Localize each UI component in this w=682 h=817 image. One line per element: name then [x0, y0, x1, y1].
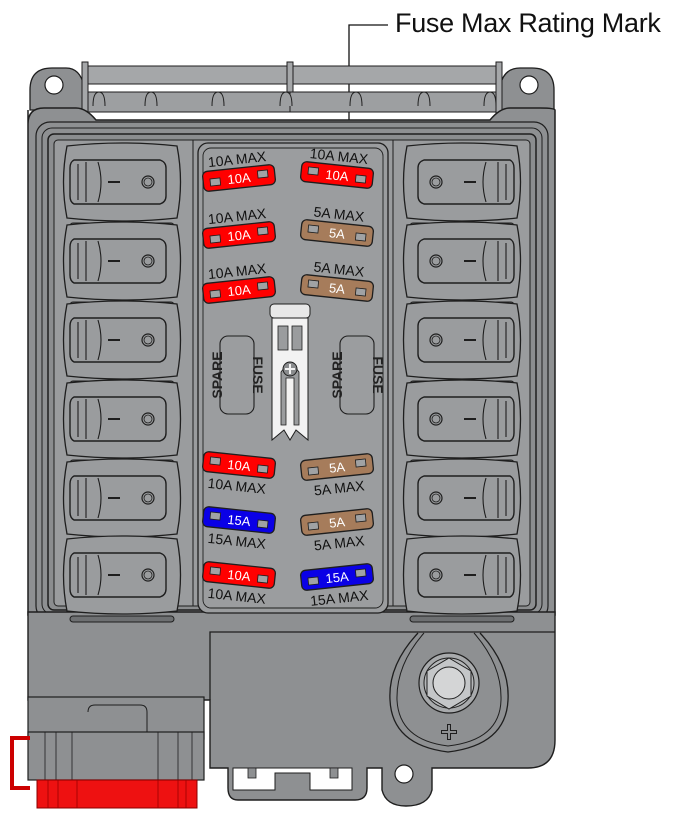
fuse-max-label: 5A MAX — [313, 477, 366, 498]
fuse-max-label: 10A MAX — [309, 145, 369, 167]
fuse-rating: 5A — [328, 514, 346, 531]
rocker-switch-left-4[interactable] — [62, 379, 182, 467]
fuse-rating: 10A — [227, 457, 252, 474]
fuse-max-label: 10A MAX — [207, 260, 267, 282]
blade-fuse-11[interactable]: 10A — [201, 561, 277, 589]
blade-fuse-5[interactable]: 10A — [201, 276, 277, 304]
fuse-rating: 15A — [325, 569, 350, 586]
fuse-max-label: 10A MAX — [207, 585, 267, 607]
rocker-switch-right-3[interactable] — [402, 300, 522, 388]
positive-polarity-mark — [442, 725, 456, 739]
lid-hinge-strip — [81, 61, 503, 123]
callout-label-fuse-max-rating: Fuse Max Rating Mark — [395, 8, 661, 38]
blade-fuse-1[interactable]: 10A — [201, 164, 277, 192]
mounting-ear-top-right — [499, 67, 555, 111]
rocker-switch-right-6[interactable] — [402, 535, 522, 623]
blade-fuse-4[interactable]: 5A — [299, 219, 375, 247]
fuse-rating: 5A — [328, 280, 346, 297]
rocker-switch-left-1[interactable] — [62, 142, 182, 230]
fuse-max-label: 5A MAX — [313, 532, 366, 553]
fuse-max-label: 15A MAX — [309, 587, 369, 609]
fuse-max-label: 5A MAX — [313, 204, 366, 225]
rocker-switch-right-4[interactable] — [402, 379, 522, 467]
left-switch-column — [62, 142, 182, 623]
blade-fuse-3[interactable]: 10A — [201, 221, 277, 249]
fuse-max-label: 10A MAX — [207, 148, 267, 170]
fuse-group-bottom: 10A 10A MAX 5A 5A MAX 15A 15A MAX — [201, 451, 375, 609]
blade-fuse-10[interactable]: 5A — [299, 508, 375, 536]
wire-connector — [10, 696, 205, 809]
right-switch-column — [402, 142, 522, 623]
fuse-puller-tool[interactable] — [269, 303, 311, 442]
mounting-ear-top-left — [29, 67, 85, 111]
fuse-rating: 5A — [328, 459, 346, 476]
fuse-max-label: 5A MAX — [313, 259, 366, 280]
lower-housing — [27, 611, 556, 807]
spare-label-left-2: FUSE — [250, 356, 266, 393]
rocker-switch-right-5[interactable] — [402, 458, 522, 546]
fuse-rating: 10A — [325, 167, 350, 184]
spare-fuse-slot-right[interactable]: SPARE FUSE — [329, 335, 386, 415]
fuse-rating: 15A — [227, 512, 252, 529]
blade-fuse-8[interactable]: 5A — [299, 453, 375, 481]
fuse-rating: 10A — [227, 227, 252, 244]
spare-fuse-slot-left[interactable]: SPARE FUSE — [209, 335, 266, 415]
spare-label-right-1: SPARE — [329, 351, 345, 398]
rocker-switch-left-5[interactable] — [62, 458, 182, 546]
fuse-rating: 10A — [227, 567, 252, 584]
spare-label-left-1: SPARE — [209, 351, 225, 398]
fuse-max-label: 15A MAX — [207, 530, 267, 552]
blade-fuse-7[interactable]: 10A — [201, 451, 277, 479]
spare-label-right-2: FUSE — [370, 356, 386, 393]
power-terminal-stud — [389, 632, 509, 753]
rocker-switch-left-3[interactable] — [62, 300, 182, 388]
fuse-rating: 10A — [227, 170, 252, 187]
blade-fuse-6[interactable]: 5A — [299, 274, 375, 302]
blade-fuse-2[interactable]: 10A — [299, 161, 375, 189]
fuse-rating: 10A — [227, 282, 252, 299]
fuse-group-top: 10A MAX 10A 10A MAX 10A 10A MAX — [201, 145, 375, 304]
rocker-switch-right-2[interactable] — [402, 221, 522, 309]
fuse-rating: 5A — [328, 225, 346, 242]
blade-fuse-12[interactable]: 15A — [299, 563, 375, 591]
blade-fuse-9[interactable]: 15A — [201, 506, 277, 534]
rocker-switch-right-1[interactable] — [402, 142, 522, 230]
rocker-switch-left-6[interactable] — [62, 535, 182, 623]
fuse-max-label: 10A MAX — [207, 475, 267, 497]
rocker-switch-left-2[interactable] — [62, 221, 182, 309]
fuse-max-label: 10A MAX — [207, 205, 267, 227]
